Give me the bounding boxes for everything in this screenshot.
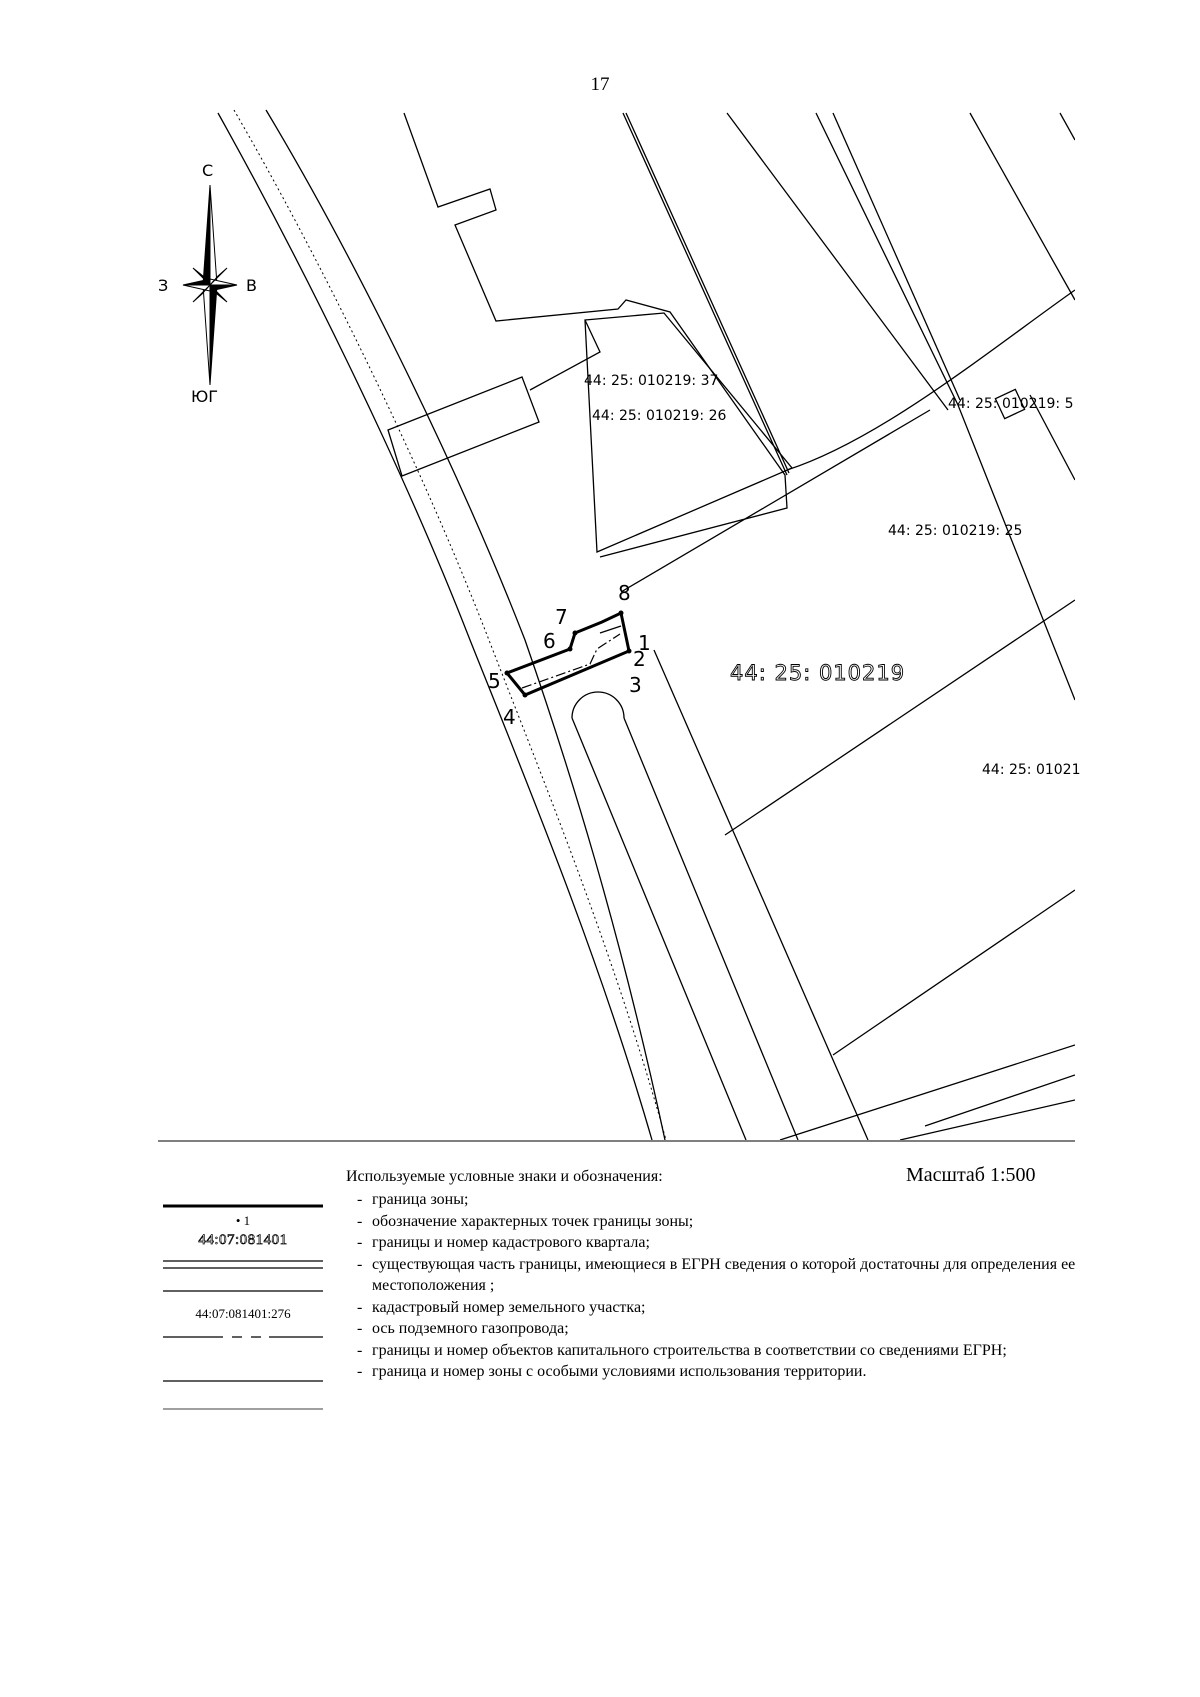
- lower-parcel-line-d: [779, 1044, 1075, 1140]
- quarter-label: 44: 25: 010219: [730, 661, 905, 685]
- parcel-25-boundary-a: [622, 112, 788, 476]
- parcel-label: 44: 25: 010219: 5: [948, 396, 1073, 412]
- legend-symbol-parcel-number: 44:07:081401:276: [195, 1306, 291, 1321]
- zone-point-label: 2: [633, 647, 646, 671]
- compass-rose-icon: [182, 184, 238, 386]
- zone-point-label: 1: [638, 631, 651, 655]
- legend-list: граница зоны; обозначение характерных то…: [357, 1189, 1092, 1383]
- legend-item: границы и номер кадастрового квартала;: [357, 1232, 1092, 1254]
- parcel-25-boundary-h: [1029, 394, 1075, 481]
- gas-strip-left: [571, 717, 747, 1140]
- parcel-label: 44: 25: 010219: 25: [888, 523, 1022, 539]
- legend-item: граница и номер зоны с особыми условиями…: [357, 1361, 1092, 1383]
- parcel-label: 44: 25: 01021: [982, 762, 1081, 778]
- building-link: [529, 319, 601, 391]
- parcel-25-boundary-g: [1059, 112, 1075, 141]
- parcel-37-outline: [403, 112, 788, 558]
- road-edge-inner: [265, 109, 666, 1140]
- small-building: [994, 388, 1026, 420]
- legend-item: обозначение характерных точек границы зо…: [357, 1211, 1092, 1233]
- gas-strip-right: [623, 717, 799, 1140]
- lower-parcel-line-f: [924, 1074, 1075, 1127]
- compass-north: С: [202, 161, 213, 180]
- lower-parcel-line-c: [832, 889, 1075, 1056]
- zone-point-label: 4: [503, 705, 516, 729]
- gas-strip-boundary-right: [653, 649, 869, 1140]
- zone-boundary: [504, 610, 631, 697]
- parcel-26-outline: [584, 312, 794, 553]
- roadside-building: [387, 376, 540, 477]
- parcel-25-boundary-d: [815, 112, 1075, 701]
- zone-point-label: 5: [488, 669, 501, 693]
- lower-parcel-line-e: [899, 1099, 1075, 1140]
- zone-point-label: 8: [618, 581, 631, 605]
- zone-point-label: 6: [543, 629, 556, 653]
- legend-item: граница зоны;: [357, 1189, 1092, 1211]
- legend-item: кадастровый номер земельного участка;: [357, 1297, 1092, 1319]
- legend-item: границы и номер объектов капитального ст…: [357, 1340, 1092, 1362]
- zone-point-label: 7: [555, 605, 568, 629]
- lower-parcel-line-b: [724, 599, 1075, 836]
- gas-strip-end: [571, 691, 625, 719]
- parcel-25-boundary-c: [726, 112, 949, 411]
- road-edge-outer: [217, 112, 653, 1140]
- legend-symbols: [163, 1204, 323, 1410]
- parcel-label: 44: 25: 010219: 26: [592, 408, 726, 424]
- legend-item: ось подземного газопровода;: [357, 1318, 1092, 1340]
- zone-points: [504, 610, 632, 698]
- parcel-25-boundary-e: [832, 112, 961, 401]
- parcel-25-boundary-f: [969, 112, 1075, 301]
- parcel-label: 44: 25: 010219: 37: [584, 373, 718, 389]
- compass-south: ЮГ: [191, 387, 218, 406]
- legend-symbol-point-label: • 1: [235, 1213, 251, 1228]
- page-number: 17: [590, 74, 610, 95]
- scale-label: Масштаб 1:500: [906, 1164, 1036, 1186]
- compass-west: З: [158, 276, 168, 295]
- legend-symbol-quarter-number: 44:07:081401: [198, 1232, 288, 1249]
- compass-east: В: [246, 276, 257, 295]
- arc-boundary: [786, 289, 1075, 471]
- parcel-25-boundary-b: [625, 112, 790, 474]
- lower-parcel-line-a: [620, 409, 931, 593]
- legend-item: существующая часть границы, имеющиеся в …: [357, 1254, 1092, 1297]
- zone-point-label: 3: [629, 673, 642, 697]
- legend-title: Используемые условные знаки и обозначени…: [346, 1168, 663, 1185]
